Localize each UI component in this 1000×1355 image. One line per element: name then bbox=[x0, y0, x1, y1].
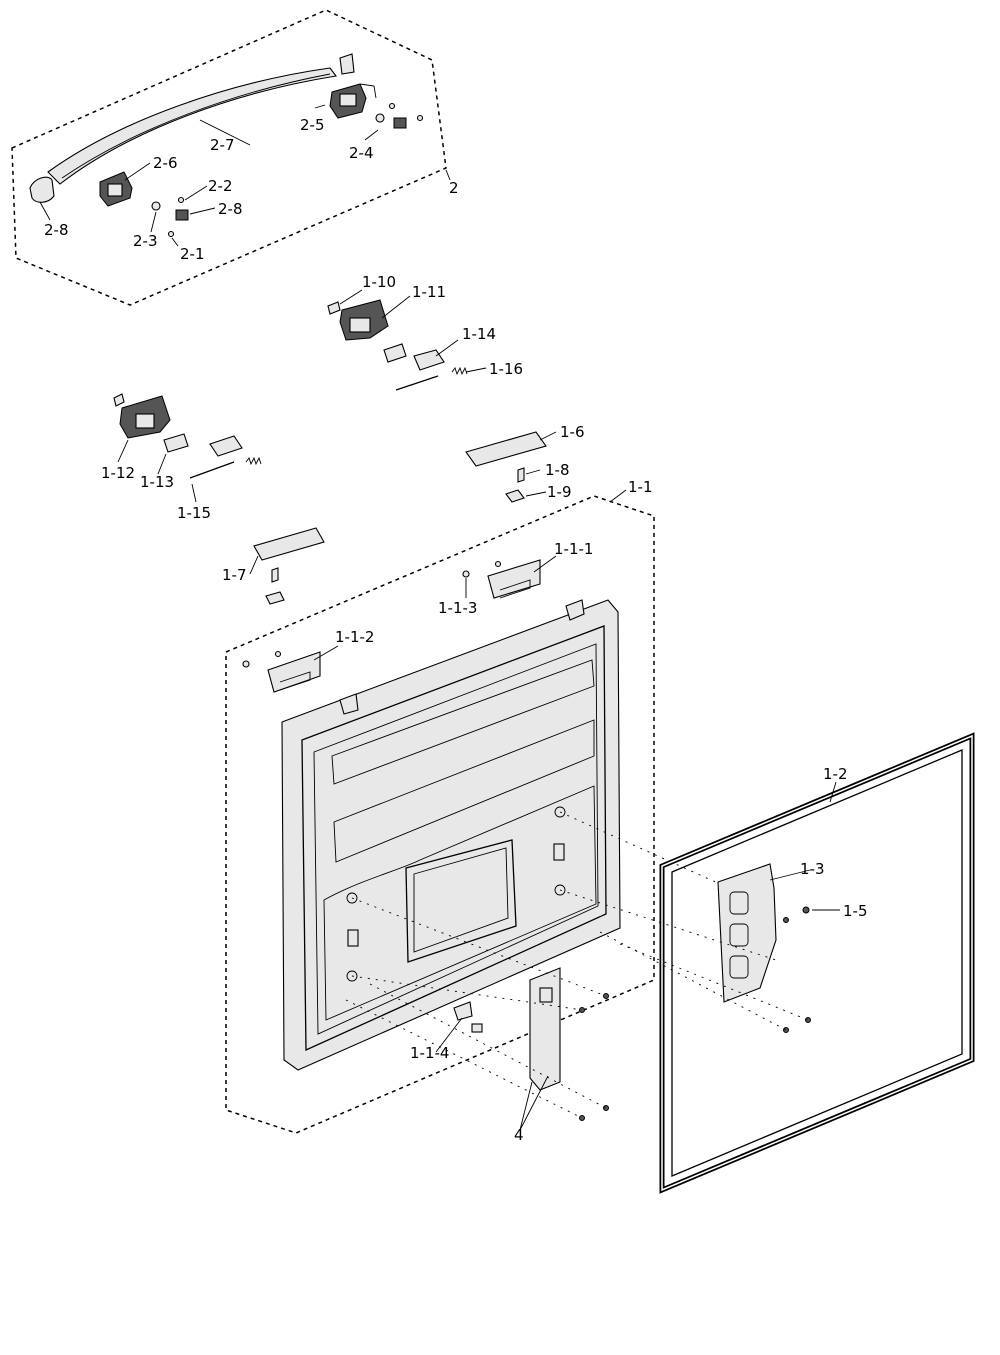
label-1-1-4: 1-1-4 bbox=[410, 1044, 449, 1062]
door-rib-upper bbox=[333, 719, 595, 863]
door-gasket-group bbox=[659, 732, 975, 1194]
label-2-5: 2-5 bbox=[300, 116, 325, 134]
left-hinge-group bbox=[113, 393, 262, 503]
label-2-4: 2-4 bbox=[349, 144, 374, 162]
handle-screw-2-3 bbox=[151, 201, 161, 211]
handle-end-cap-left bbox=[29, 176, 55, 203]
label-2-2: 2-2 bbox=[208, 177, 233, 195]
hinge-plate-1-13 bbox=[163, 433, 189, 453]
handle-screw-2-1 bbox=[167, 230, 175, 238]
label-1-7: 1-7 bbox=[222, 566, 247, 584]
door-inner-panel bbox=[301, 625, 607, 1052]
label-1-3: 1-3 bbox=[800, 860, 825, 878]
hinge-pin-1-10 bbox=[327, 301, 341, 315]
label-1-14: 1-14 bbox=[462, 325, 496, 343]
handle-end-cap-right bbox=[339, 53, 355, 75]
handle-bar-part bbox=[47, 67, 337, 185]
label-1-1-2: 1-1-2 bbox=[335, 628, 374, 646]
hinge-support-bracket-4 bbox=[529, 967, 561, 1091]
door-gasket-1-2 bbox=[659, 732, 975, 1194]
hinge-arm-left bbox=[209, 435, 243, 457]
handle-assembly-group bbox=[11, 9, 451, 306]
label-1-13: 1-13 bbox=[140, 473, 174, 491]
hinge-cover-1-6 bbox=[465, 431, 547, 467]
label-2-1: 2-1 bbox=[180, 245, 205, 263]
label-2-7: 2-7 bbox=[210, 136, 235, 154]
door-center-window bbox=[405, 839, 517, 963]
door-assembly-group bbox=[225, 489, 655, 1134]
label-1-1: 1-1 bbox=[628, 478, 653, 496]
label-1-12: 1-12 bbox=[101, 464, 135, 482]
label-1-10: 1-10 bbox=[362, 273, 396, 291]
label-1-16: 1-16 bbox=[489, 360, 523, 378]
hinge-rod-1-15 bbox=[189, 461, 235, 479]
handle-bracket-2-8 bbox=[175, 209, 189, 221]
label-2-8-left: 2-8 bbox=[44, 221, 69, 239]
cover-parts-group bbox=[249, 431, 557, 605]
top-hinge-bracket-1-1-1 bbox=[487, 559, 541, 599]
mounting-bracket-1-3 bbox=[717, 863, 777, 1003]
label-1-2: 1-2 bbox=[823, 765, 848, 783]
clip-1-8 bbox=[517, 467, 525, 483]
top-hinge-bracket-1-1-2 bbox=[267, 651, 321, 693]
label-1-6: 1-6 bbox=[560, 423, 585, 441]
upper-hinge-group bbox=[327, 289, 487, 391]
label-1-1-3: 1-1-3 bbox=[438, 599, 477, 617]
hinge-cover-1-7 bbox=[253, 527, 325, 561]
door-outer-frame bbox=[281, 599, 621, 1071]
handle-assembly-boundary bbox=[11, 9, 447, 306]
screw-1-5 bbox=[802, 906, 810, 914]
label-2-6: 2-6 bbox=[153, 154, 178, 172]
hinge-arm-1-14 bbox=[413, 349, 445, 371]
label-1-1-1: 1-1-1 bbox=[554, 540, 593, 558]
hinge-spring-left bbox=[245, 456, 262, 466]
label-4: 4 bbox=[514, 1126, 524, 1144]
label-1-8: 1-8 bbox=[545, 461, 570, 479]
hinge-spring-1-16 bbox=[451, 366, 468, 376]
label-1-9: 1-9 bbox=[547, 483, 572, 501]
label-1-15: 1-15 bbox=[177, 504, 211, 522]
cap-1-9 bbox=[505, 489, 525, 503]
label-2: 2 bbox=[449, 179, 459, 197]
mounting-bracket-group bbox=[345, 811, 840, 1121]
hinge-plate bbox=[383, 343, 407, 363]
hinge-rod bbox=[395, 375, 439, 391]
label-1-5: 1-5 bbox=[843, 902, 868, 920]
door-rib-top bbox=[331, 659, 595, 785]
label-2-8-right: 2-8 bbox=[218, 200, 243, 218]
label-2-3: 2-3 bbox=[133, 232, 158, 250]
label-1-11: 1-11 bbox=[412, 283, 446, 301]
part-labels: 2 2-1 2-2 2-3 2-4 2-5 2-6 2-7 2-8 2-8 1-… bbox=[44, 116, 868, 1144]
